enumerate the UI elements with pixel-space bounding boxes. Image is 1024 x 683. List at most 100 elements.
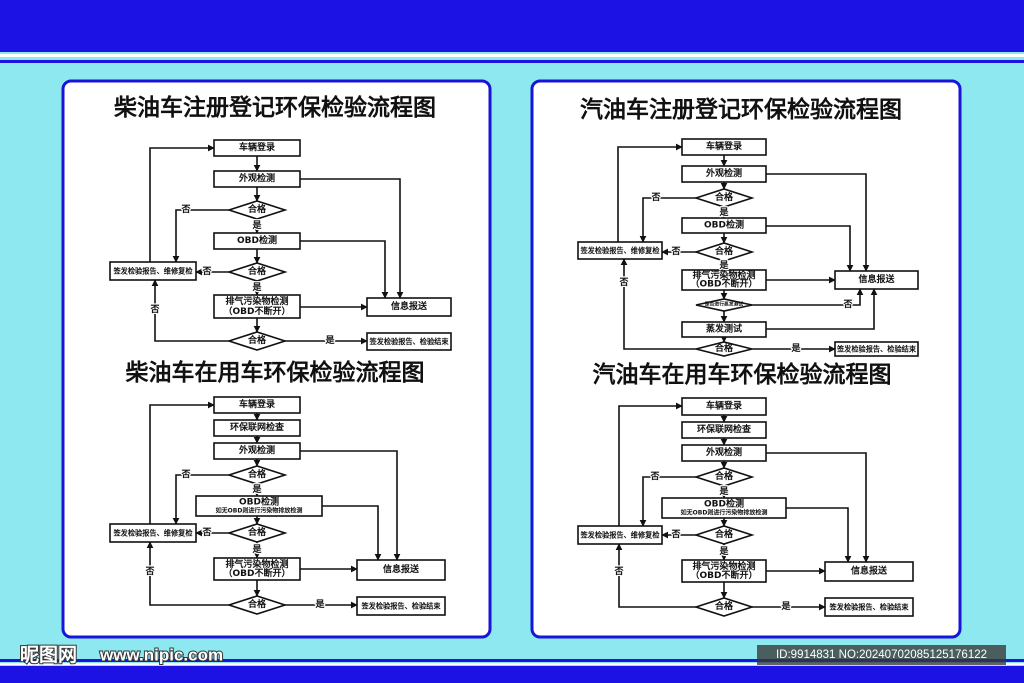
node-appearance-check-text: 外观检测 (238, 444, 275, 456)
decision-pass-emission (226, 331, 288, 351)
watermark-logo: 昵图网 (20, 644, 77, 666)
decision-pass-appearance-text: 合格 (715, 191, 734, 203)
node-emission-test-text-line1: 排气污染物检测 (225, 558, 288, 570)
node-info-report (834, 270, 919, 290)
bottom-white-stripe (0, 663, 1024, 665)
arrow-repair-to-login (618, 402, 683, 526)
arrow-final-fail-to-repair (620, 258, 696, 350)
bottom-blue-stripe (0, 659, 1024, 662)
label-yes: 是 (718, 486, 729, 497)
decision-pass-emission-text: 合格 (248, 334, 267, 346)
arrow-appearance-fail-to-repair (172, 474, 229, 525)
node-info-report-text: 信息报送 (383, 563, 420, 575)
decision-pass-emission (226, 595, 288, 615)
label-yes: 是 (251, 544, 262, 555)
decision-pass-final (695, 341, 753, 357)
watermark-id-background (757, 645, 1006, 665)
arrow-appearance-to-info (300, 450, 401, 561)
node-obd-check-text: OBD检测 (704, 219, 744, 231)
node-repair-report-text: 签发检验报告、维修复检 (579, 246, 660, 255)
decision-pass-appearance-text: 合格 (248, 203, 267, 215)
flowchart-diesel-inuse: 柴油车在用车环保检验流程图 车辆登录 环保联网检查 外观检测 合格 OBD检测 … (109, 359, 446, 616)
arrow-appearance-to-info (300, 178, 404, 299)
node-emission-test (213, 294, 301, 319)
node-emission-test (213, 557, 301, 581)
decision-evap-question-text: 是否进行蒸发测试 (704, 301, 744, 308)
decision-pass-obd-text: 合格 (248, 265, 267, 277)
top-banner-band (0, 0, 1024, 52)
node-vehicle-login (681, 397, 767, 416)
arrow-repair-to-login (149, 401, 215, 524)
label-yes: 是 (718, 207, 729, 218)
flowchart-title: 汽油车在用车环保检验流程图 (593, 361, 892, 388)
node-emission-test (681, 559, 767, 583)
arrow-repair-to-login (149, 144, 215, 262)
node-final-report-text: 签发检验报告、检验结束 (360, 602, 441, 611)
node-emission-test-text-line2: （OBD不断开） (691, 569, 758, 581)
flowchart-diesel-register: 柴油车注册登记环保检验流程图 车辆登录 外观检测 合格 OBD检测 合格 排气污… (109, 94, 452, 351)
decision-pass-obd (693, 242, 755, 262)
node-emission-test-text-line2: （OBD不断开） (691, 278, 758, 290)
label-yes: 是 (314, 599, 325, 610)
label-no: 否 (618, 277, 628, 288)
top-white-stripe (0, 54, 1024, 57)
node-final-report (356, 596, 446, 616)
arrow-emission-fail-to-repair (146, 541, 229, 606)
decision-pass-emission (693, 597, 755, 617)
node-emission-test-text-line1: 排气污染物检测 (692, 560, 755, 572)
node-appearance-check-text: 外观检测 (238, 172, 275, 184)
decision-pass-emission-text: 合格 (248, 598, 267, 610)
node-info-report-text: 信息报送 (858, 273, 895, 285)
label-yes: 是 (790, 343, 801, 354)
node-emission-test-text-line1: 排气污染物检测 (225, 295, 288, 307)
watermark-url: www.nipic.com (99, 646, 223, 665)
decision-pass-obd (693, 525, 755, 545)
node-repair-report (577, 241, 663, 260)
label-no: 否 (201, 527, 211, 538)
decision-pass-obd (226, 262, 288, 282)
node-evap-test-text: 蒸发测试 (706, 323, 742, 335)
node-repair-report (109, 261, 197, 281)
node-obd-check (195, 495, 323, 517)
flowchart-gasoline-inuse: 汽油车在用车环保检验流程图 车辆登录 环保联网检查 外观检测 合格 OBD检测 … (577, 361, 914, 617)
top-blue-stripe (0, 60, 1024, 63)
node-appearance-check (213, 442, 301, 460)
arrow-emission-fail-to-repair (615, 543, 696, 608)
arrow-appearance-to-info (766, 173, 870, 272)
label-no: 否 (842, 299, 852, 310)
arrow-repair-to-login (617, 143, 683, 242)
node-appearance-check (681, 165, 767, 183)
node-vehicle-login-text: 车辆登录 (706, 400, 742, 412)
decision-evap-question (695, 298, 753, 312)
decision-pass-appearance (226, 465, 288, 485)
flowchart-title: 柴油车在用车环保检验流程图 (125, 359, 425, 386)
flowchart-title: 汽油车注册登记环保检验流程图 (580, 96, 902, 123)
arrow-obd-to-info (322, 505, 382, 561)
node-repair-report (109, 523, 197, 543)
node-obd-check-text: OBD检测 (237, 234, 277, 246)
arrow-emission-fail-to-repair (151, 279, 229, 342)
watermark-id: ID:9914831 NO:20240702085125176122 (776, 649, 987, 661)
node-info-report-text: 信息报送 (851, 565, 888, 577)
label-no: 否 (201, 266, 211, 277)
node-vehicle-login-text: 车辆登录 (239, 398, 275, 410)
node-vehicle-login (213, 396, 301, 414)
node-final-report (824, 597, 914, 617)
label-yes: 是 (324, 335, 335, 346)
node-network-check-text: 环保联网检查 (230, 421, 285, 433)
node-repair-report (577, 525, 663, 545)
decision-pass-appearance (693, 467, 755, 487)
decision-pass-appearance (226, 200, 288, 220)
node-repair-report-text: 签发检验报告、维修复检 (112, 267, 193, 276)
label-no: 否 (149, 304, 159, 315)
node-network-check-text: 环保联网检查 (697, 423, 752, 435)
arrow-obd-to-info (766, 225, 854, 272)
label-yes: 是 (251, 484, 262, 495)
bottom-banner-band (0, 666, 1024, 683)
node-vehicle-login-text: 车辆登录 (706, 140, 742, 152)
label-no: 否 (613, 566, 623, 577)
label-no: 否 (144, 566, 154, 577)
arrow-appearance-fail-to-repair (172, 209, 229, 263)
decision-pass-obd-text: 合格 (715, 245, 734, 257)
